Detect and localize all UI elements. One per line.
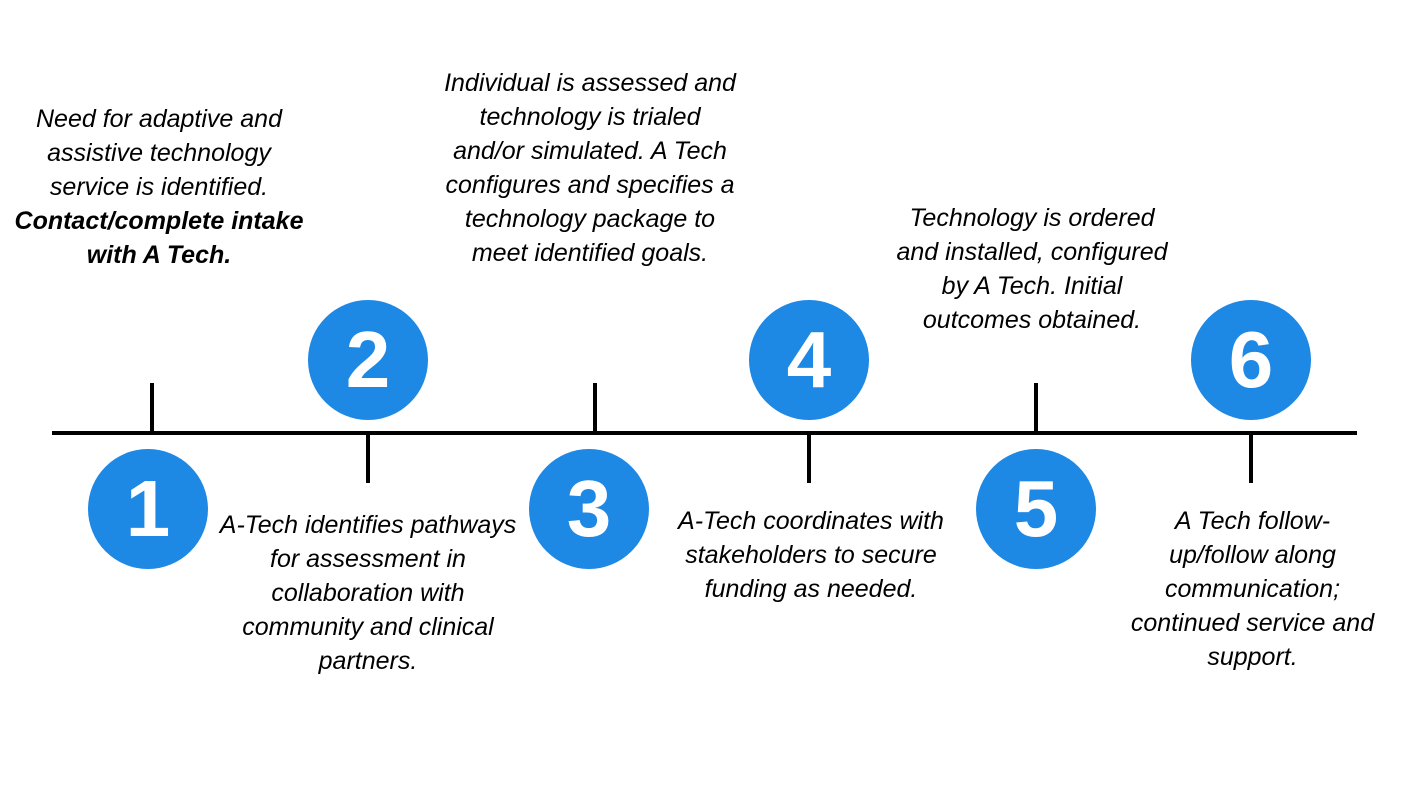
step-4-number-badge: 4: [749, 300, 869, 420]
step-6-description: A Tech follow-up/follow along communicat…: [1130, 507, 1375, 671]
step-5-description: Technology is ordered and installed, con…: [896, 204, 1168, 334]
step-1-number-badge: 1: [88, 449, 208, 569]
tick-step-3: [593, 383, 597, 433]
step-6-number-badge: 6: [1191, 300, 1311, 420]
timeline-axis: [52, 431, 1357, 435]
tick-step-4: [807, 433, 811, 483]
step-2-number-badge: 2: [308, 300, 428, 420]
tick-step-2: [366, 433, 370, 483]
step-5-number-badge: 5: [976, 449, 1096, 569]
tick-step-5: [1034, 383, 1038, 433]
step-2-description: A-Tech identifies pathways for assessmen…: [219, 511, 517, 675]
step-1-text: Need for adaptive and assistive technolo…: [35, 105, 282, 201]
step-3-number-badge: 3: [529, 449, 649, 569]
step-4-description: A-Tech coordinates with stakeholders to …: [678, 507, 944, 603]
step-1-description: Need for adaptive and assistive technolo…: [9, 102, 309, 272]
step-1-bold-text: Contact/complete intake with A Tech.: [14, 207, 304, 269]
tick-step-6: [1249, 433, 1253, 483]
tick-step-1: [150, 383, 154, 433]
step-3-description: Individual is assessed and technology is…: [444, 69, 736, 267]
